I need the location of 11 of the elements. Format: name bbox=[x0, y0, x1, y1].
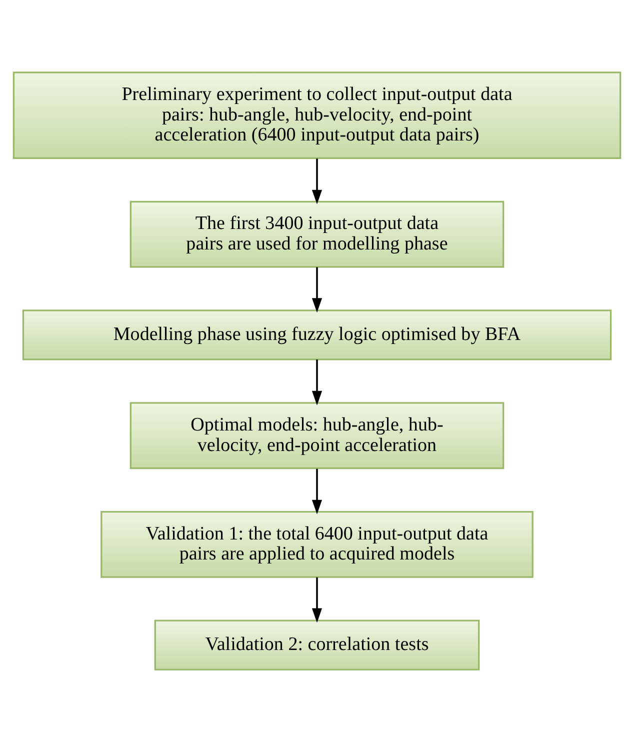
arrow bbox=[312, 158, 322, 204]
arrow bbox=[312, 577, 322, 623]
node-box: The first 3400 input-output data pairs are used for modelling phase bbox=[130, 200, 504, 268]
node-box: Preliminary experiment to collect input-output data pairs: hub-angle, hub-velocity, end-point acceleration (6400 input-output data pairs) bbox=[12, 72, 622, 159]
node-box: Validation 2: correlation tests bbox=[154, 620, 480, 670]
node-box: Validation 1: the total 6400 input-output data pairs are applied to acquired models bbox=[100, 510, 534, 578]
arrow bbox=[312, 360, 322, 406]
node-box: Optimal models: hub-angle, hub-velocity, end-point acceleration bbox=[130, 402, 504, 470]
arrow bbox=[312, 267, 322, 313]
arrow bbox=[312, 468, 322, 514]
node-box: Modelling phase using fuzzy logic optimised by BFA bbox=[22, 310, 612, 360]
